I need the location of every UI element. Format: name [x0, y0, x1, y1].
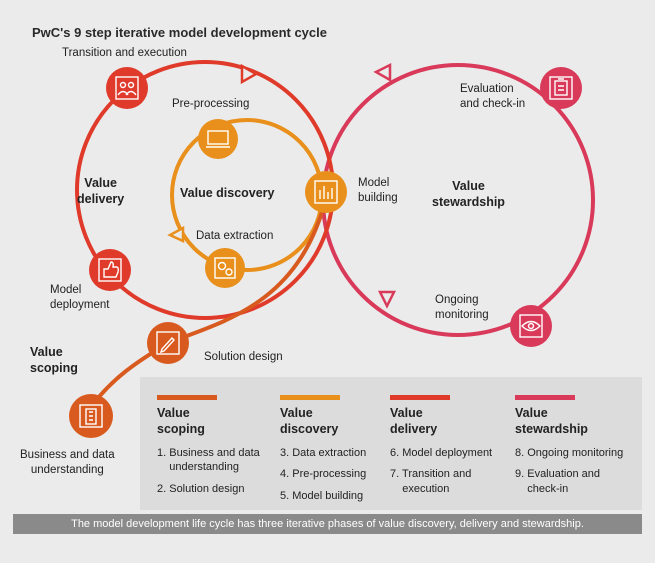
bar-chart-icon — [314, 180, 338, 204]
legend-item: 5. Model building — [280, 490, 364, 503]
caption-bar: The model development life cycle has thr… — [13, 514, 642, 534]
legend-title-delivery: Value delivery — [390, 406, 438, 437]
legend-item: 2. Solution design — [157, 483, 245, 496]
arrow-stewardship-top — [373, 62, 392, 83]
step-ongoing-monitoring — [510, 305, 552, 347]
legend-item: 9. Evaluation and check-in — [515, 468, 601, 496]
step-model-deployment — [89, 249, 131, 291]
clipboard-icon — [549, 76, 573, 100]
step-data-extraction — [205, 248, 245, 288]
legend-title-discovery: Value discovery — [280, 406, 339, 437]
legend-title-scoping: Value scoping — [157, 406, 205, 437]
legend-title-stewardship: Value stewardship — [515, 406, 588, 437]
legend-scoping: Value scoping 1. Business and data under… — [157, 395, 260, 504]
legend-item: 4. Pre-processing — [280, 468, 367, 481]
step-label-pre-processing: Pre-processing — [172, 98, 250, 110]
legend-item: 8. Ongoing monitoring — [515, 446, 624, 459]
phase-label-delivery: Value delivery — [77, 176, 125, 207]
arrow-delivery — [240, 63, 259, 85]
phase-label-discovery: Value discovery — [180, 186, 275, 200]
legend-stewardship: Value stewardship 8. Ongoing monitoring … — [515, 395, 623, 504]
step-transition-execution — [106, 67, 148, 109]
legend-item: 6. Model deployment — [390, 446, 493, 459]
legend-bar-stewardship — [515, 395, 575, 400]
thumbs-up-icon — [98, 258, 122, 282]
gears-icon — [214, 257, 236, 279]
legend-delivery: Value delivery 6. Model deployment 7. Tr… — [390, 395, 492, 504]
diagram-title: PwC's 9 step iterative model development… — [32, 25, 327, 40]
arrow-discovery — [167, 225, 185, 243]
step-label-model-building: Model building — [358, 177, 398, 204]
step-business-understanding — [69, 394, 113, 438]
legend-item: 1. Business and data understanding — [157, 446, 260, 474]
legend-bar-discovery — [280, 395, 340, 400]
monitor-icon — [206, 130, 230, 148]
step-label-data-extraction: Data extraction — [196, 230, 274, 242]
legend-bar-scoping — [157, 395, 217, 400]
legend-discovery: Value discovery 3. Data extraction 4. Pr… — [280, 395, 366, 511]
phase-label-stewardship: Value stewardship — [432, 179, 505, 210]
eye-icon — [519, 314, 543, 338]
step-label-monitoring: Ongoing monitoring — [435, 294, 489, 321]
phase-label-scoping: Value scoping — [30, 345, 78, 376]
step-evaluation-checkin — [540, 67, 582, 109]
legend-item: 3. Data extraction — [280, 446, 367, 459]
legend-item: 7. Transition and execution — [390, 468, 472, 496]
step-label-business-understanding: Business and data understanding — [20, 449, 115, 476]
building-icon — [79, 404, 103, 428]
step-model-building — [305, 171, 347, 213]
step-solution-design — [147, 322, 189, 364]
step-label-transition: Transition and execution — [62, 47, 187, 59]
arrow-stewardship-bottom — [377, 290, 397, 309]
step-label-model-deployment: Model deployment — [50, 284, 110, 311]
step-pre-processing — [198, 119, 238, 159]
step-label-solution-design: Solution design — [204, 351, 283, 363]
pencil-icon — [156, 331, 180, 355]
step-label-evaluation: Evaluation and check-in — [460, 83, 526, 110]
legend-bar-delivery — [390, 395, 450, 400]
people-icon — [115, 76, 139, 100]
legend-panel: Value scoping 1. Business and data under… — [140, 377, 642, 510]
